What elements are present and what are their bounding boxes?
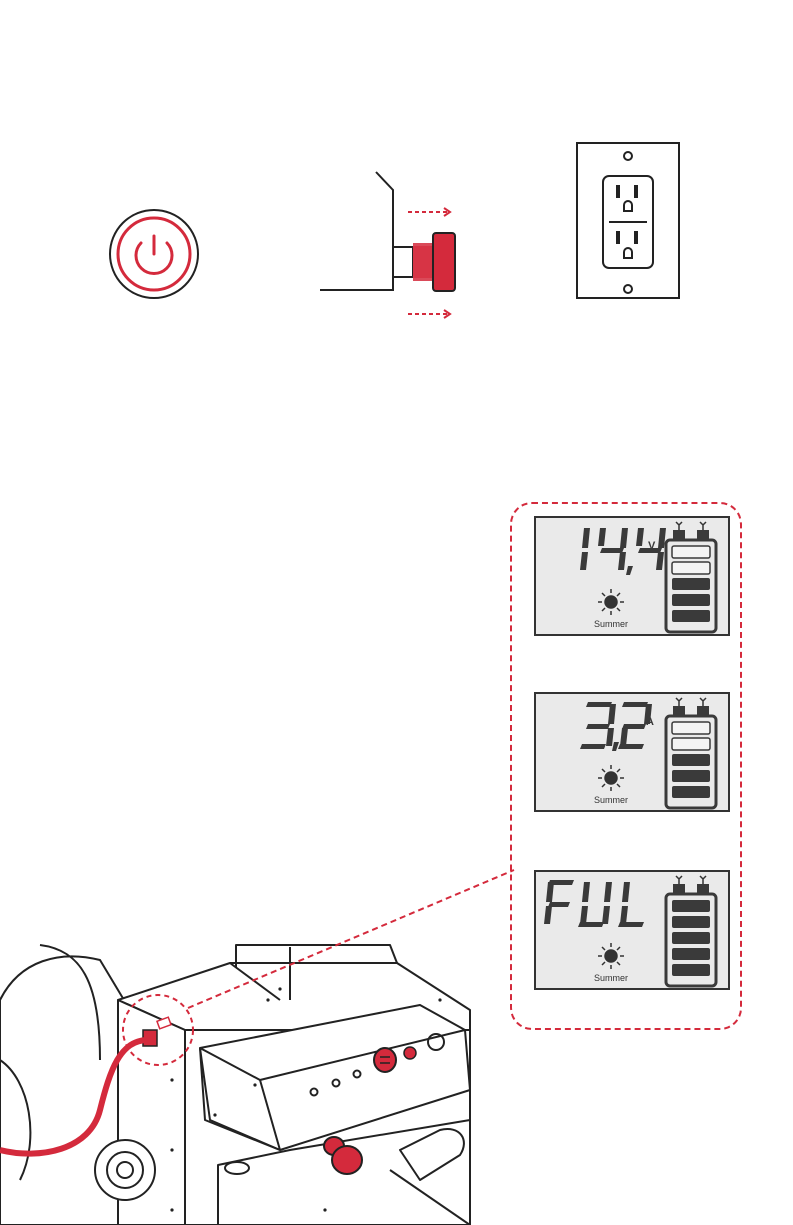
plug-connector-icon	[320, 172, 455, 318]
battery-charger-illustration	[0, 860, 793, 1225]
battery-level-icon	[666, 698, 716, 808]
lcd-display-voltage: V Summer	[534, 516, 730, 636]
sun-icon	[598, 589, 624, 615]
battery-level-icon	[666, 522, 716, 632]
lcd-mode-label: Summer	[576, 795, 646, 805]
lcd-mode-label: Summer	[576, 619, 646, 629]
sun-icon	[598, 765, 624, 791]
lcd-display-current: A Summer	[534, 692, 730, 812]
power-button-icon	[110, 210, 198, 298]
lcd-reading-current	[580, 702, 652, 751]
top-instructions-row	[0, 0, 793, 360]
wall-outlet-icon	[577, 143, 679, 298]
lcd-unit-voltage: V	[648, 540, 655, 552]
lcd-unit-current: A	[646, 716, 654, 728]
